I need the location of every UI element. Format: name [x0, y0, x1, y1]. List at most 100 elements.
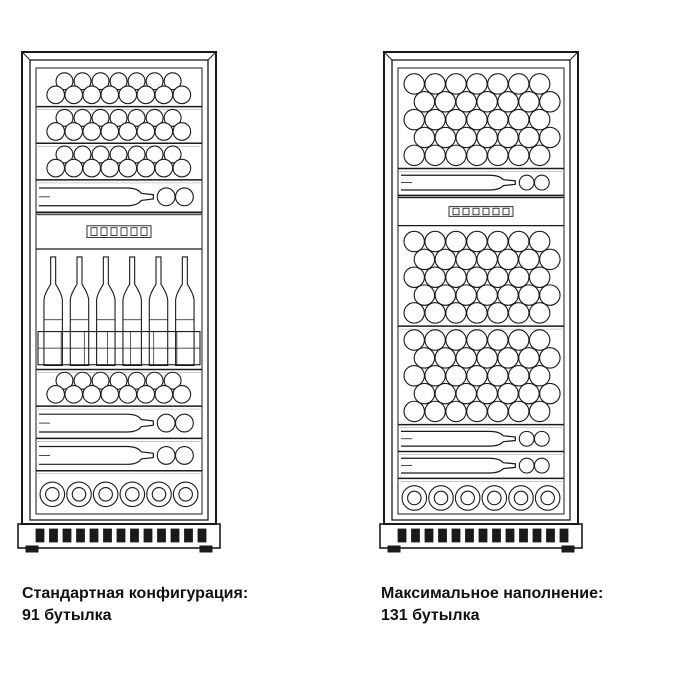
bottle-end-stack: [539, 126, 561, 149]
bottle-end-stack: [466, 400, 488, 423]
bottle-end-front: [136, 85, 156, 105]
bottle-end-stack: [455, 382, 477, 405]
bottle-end-stack: [518, 91, 540, 113]
bottle-end-stack: [445, 108, 467, 131]
bottle-end-stack: [539, 248, 561, 271]
bottle-end-side: [533, 430, 550, 447]
bottle-end-stack: [487, 329, 509, 351]
bottle-end-stack: [466, 329, 488, 351]
upright-bottle: [69, 256, 90, 367]
bottle-end-stack: [466, 144, 488, 167]
bottle-end-back: [73, 371, 92, 390]
bottle-end-stack: [434, 248, 457, 271]
bottle-end-front: [136, 122, 156, 141]
bottle-end-back: [163, 145, 182, 164]
standard-caption-title: Стандартная конфигурация:: [22, 585, 249, 602]
bottle-end-front: [100, 158, 120, 178]
vent-slot: [130, 528, 139, 543]
bottle-end-stack: [507, 302, 530, 324]
bottle-end-stack: [424, 400, 446, 423]
bottle-end-stack: [539, 382, 561, 405]
vent-slot: [49, 528, 58, 543]
bottle-end-stack: [466, 108, 488, 131]
upright-bottle: [175, 256, 195, 367]
bottle-end-stack: [455, 126, 477, 149]
bottle-end-stack: [518, 248, 540, 271]
bottle-end-stack: [445, 329, 467, 351]
maximum-caption-count: 131 бутылка: [381, 607, 480, 624]
bottle-end-back: [73, 108, 92, 127]
vent-slot: [519, 528, 528, 543]
vent-slot: [62, 528, 72, 543]
bottle-end-stack: [413, 248, 436, 271]
bottle-end-stack: [445, 302, 467, 324]
bottle-end-stack: [403, 108, 425, 131]
bottle-end-stack: [507, 329, 530, 351]
bottle-end-stack: [413, 284, 436, 306]
control-button: [140, 227, 148, 236]
bottle-front-inner: [151, 486, 167, 502]
bottle-end-front: [154, 384, 174, 404]
bottle-end-front: [46, 384, 66, 404]
bottle-end-stack: [507, 365, 530, 387]
bottle-front-inner: [433, 490, 449, 506]
bottle-end-stack: [403, 302, 425, 324]
bottle-end-back: [109, 371, 128, 390]
bottle-end-stack: [403, 365, 425, 387]
bottle-end-side: [174, 445, 194, 465]
door-corner: [383, 51, 393, 61]
bottle-front-inner: [487, 490, 502, 506]
bottle-end-stack: [497, 382, 519, 405]
bottle-end-stack: [445, 230, 467, 253]
control-button: [130, 227, 138, 236]
bottle-end-stack: [424, 73, 446, 95]
bottle-end-back: [127, 371, 146, 390]
bottle-end-stack: [476, 284, 498, 306]
bottle-end-stack: [518, 382, 540, 405]
vent-slot: [116, 528, 126, 543]
bottle-front-inner: [407, 490, 422, 506]
bottle-end-back: [91, 108, 110, 127]
vent-slot: [505, 528, 515, 543]
bottle-end-back: [163, 72, 182, 91]
bottle-end-side: [156, 187, 176, 207]
bottle-end-front: [172, 85, 192, 105]
bottle-end-stack: [403, 230, 425, 253]
bottle-end-back: [55, 108, 74, 127]
bottle-end-stack: [445, 365, 467, 387]
cabinet-foot: [561, 545, 575, 553]
vent-slot: [143, 528, 153, 543]
bottle-end-front: [64, 122, 84, 141]
bottle-end-stack: [487, 73, 509, 95]
bottle-end-stack: [497, 91, 519, 113]
bottle-end-stack: [539, 284, 561, 306]
lying-bottle: [401, 457, 516, 474]
vent-slot: [559, 528, 569, 543]
bottle-end-stack: [434, 284, 457, 306]
control-button: [472, 207, 480, 216]
bottle-end-stack: [466, 230, 488, 253]
upright-bottle: [148, 256, 169, 367]
bottle-end-back: [145, 108, 164, 127]
bottle-end-stack: [455, 284, 477, 306]
bottle-end-back: [145, 371, 164, 390]
bottle-end-back: [73, 72, 92, 91]
control-panel: [448, 206, 514, 217]
bottle-end-front: [100, 122, 120, 141]
cabinet-foot: [387, 545, 401, 553]
bottle-end-side: [518, 457, 535, 474]
bottle-end-back: [163, 371, 182, 390]
vent-slot: [438, 528, 447, 543]
bottle-end-stack: [434, 347, 457, 369]
control-button: [502, 207, 510, 216]
bottle-end-stack: [528, 302, 551, 324]
control-button: [120, 227, 128, 236]
control-button: [462, 207, 470, 216]
bottle-end-stack: [424, 329, 446, 351]
vent-slot: [492, 528, 501, 543]
door-corner: [207, 51, 217, 61]
bottle-end-front: [154, 85, 174, 105]
bottle-end-stack: [528, 108, 551, 131]
bottle-end-back: [109, 108, 128, 127]
bottle-end-stack: [455, 91, 477, 113]
